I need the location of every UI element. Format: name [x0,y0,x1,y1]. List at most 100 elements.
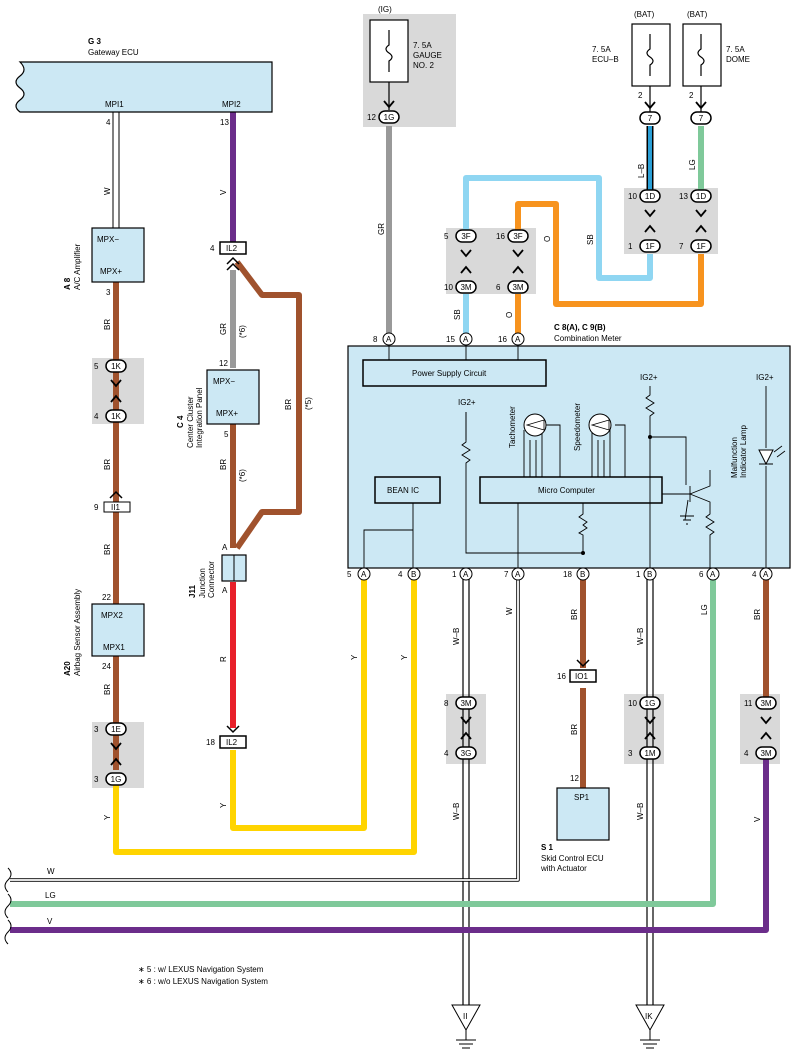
wire-br-bypass [234,260,302,550]
svg-text:Malfunction: Malfunction [730,437,739,478]
meter-top-pins: A8 A15 A16 [373,332,525,346]
svg-text:7. 5A: 7. 5A [413,41,432,50]
connector-fuse_ecub: 7 [639,101,661,125]
svg-text:13: 13 [679,192,688,201]
wire-y-center [230,576,367,831]
svg-text:8: 8 [444,699,449,708]
ground-ii: II [451,1004,481,1049]
connector-c1f_b: 1F7 [679,224,712,253]
svg-text:(*5): (*5) [304,397,313,410]
junction-name2: Connector [207,561,216,598]
svg-text:B: B [411,570,416,579]
svg-text:16: 16 [496,232,505,241]
svg-text:3G: 3G [461,749,472,758]
svg-text:1K: 1K [111,412,121,421]
svg-text:B: B [580,570,585,579]
ac-amp-mpx-plus: MPX+ [100,267,122,276]
svg-text:16: 16 [498,335,507,344]
connector-fuse_dome: 7 [690,101,712,125]
svg-text:DOME: DOME [726,55,750,64]
svg-text:1M: 1M [644,749,655,758]
connector-c1e: 1E3 [94,722,127,751]
svg-text:4: 4 [444,749,449,758]
meter-bottom-pins: A5 B4 A1 A7 B18 B1 A6 A4 [347,567,773,581]
svg-text:12: 12 [367,113,376,122]
svg-text:A: A [763,570,769,579]
wire-w-meter [10,578,520,882]
svg-text:W: W [47,867,55,876]
svg-text:7: 7 [648,114,653,123]
svg-text:6: 6 [699,570,704,579]
center-cluster-pin-12: 12 [219,359,228,368]
center-cluster-name2: Integration Panel [195,387,204,448]
svg-text:4: 4 [752,570,757,579]
center-cluster-name1: Center Cluster [186,396,195,448]
svg-text:BR: BR [570,609,579,620]
svg-text:O: O [505,312,514,318]
svg-text:7. 5A: 7. 5A [726,45,745,54]
ground-ik: IK [635,1004,665,1049]
svg-text:3F: 3F [461,232,470,241]
svg-text:IO1: IO1 [575,672,588,681]
wire-o [515,201,704,307]
svg-text:1: 1 [452,570,457,579]
svg-text:7: 7 [679,242,684,251]
svg-text:18: 18 [563,570,572,579]
svg-text:A: A [515,335,521,344]
svg-text:BR: BR [103,684,112,695]
airbag-name: Airbag Sensor Assembly [73,589,82,676]
meter-code: C 8(A), C 9(B) [554,323,606,332]
svg-text:3M: 3M [760,699,771,708]
svg-text:BR: BR [103,544,112,555]
svg-text:IK: IK [645,1012,653,1021]
svg-text:1G: 1G [645,699,656,708]
svg-text:BR: BR [570,724,579,735]
svg-text:Speedometer: Speedometer [573,403,582,451]
svg-text:5: 5 [444,232,449,241]
svg-text:Indicator Lamp: Indicator Lamp [739,425,748,478]
footnote-5: ∗ 5 : w/ LEXUS Navigation System [138,965,264,974]
speedometer-icon [588,413,612,437]
svg-text:8: 8 [373,335,378,344]
gateway-pin-mpi1: MPI1 [105,100,124,109]
svg-text:IG2+: IG2+ [458,398,476,407]
svg-text:7: 7 [504,570,509,579]
svg-text:A: A [710,570,716,579]
airbag-sensor-box [91,603,145,657]
airbag-pin-22: 22 [102,593,111,602]
svg-text:W: W [505,607,514,615]
svg-text:(BAT): (BAT) [634,10,655,19]
svg-text:W–B: W–B [636,628,645,645]
svg-text:A: A [515,570,521,579]
svg-text:LG: LG [45,891,56,900]
meter-name: Combination Meter [554,334,622,343]
svg-text:1F: 1F [645,242,654,251]
svg-text:W–B: W–B [452,628,461,645]
wire-wb-left [462,578,470,1005]
wire-color-labels: W V BR BR BR BR GR GR BR BR R Y Y Y Y L–… [45,159,762,926]
power-supply-circuit [362,359,547,387]
bus-break-marks [4,867,12,945]
svg-text:IG2+: IG2+ [756,373,774,382]
skid-pin-label: SP1 [574,793,590,802]
svg-text:5: 5 [347,570,352,579]
skid-pin-12: 12 [570,774,579,783]
footnote-6: ∗ 6 : w/o LEXUS Navigation System [138,977,268,986]
svg-text:Y: Y [400,654,409,660]
svg-text:(*6): (*6) [238,469,247,482]
svg-text:(IG): (IG) [378,5,392,14]
svg-text:1G: 1G [384,113,395,122]
airbag-pin-24: 24 [102,662,111,671]
connector-fuse_gauge: 1G 12 [367,100,400,124]
svg-text:3: 3 [94,725,99,734]
inline-connector-ii1: II1 9 [94,490,131,513]
svg-text:3M: 3M [760,749,771,758]
center-cluster-pin-5: 5 [224,430,229,439]
svg-text:SB: SB [586,234,595,245]
skid-code: S 1 [541,843,554,852]
ac-amp-pin-3: 3 [106,288,111,297]
